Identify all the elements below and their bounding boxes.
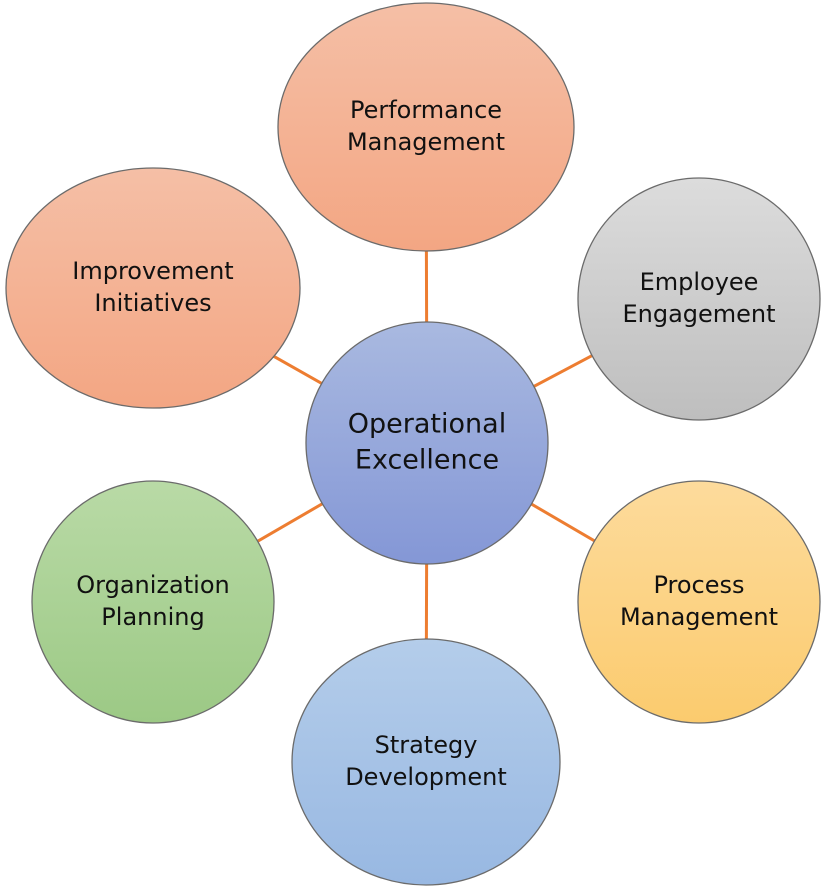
employee-engagement-label-line-2: Engagement — [622, 300, 775, 328]
strategy-development-circle — [291, 638, 561, 886]
improvement-initiatives-circle — [5, 167, 301, 409]
organization-planning-label-line-1: Organization — [76, 571, 229, 599]
improvement-initiatives-label-line-2: Initiatives — [94, 289, 211, 317]
nodes: PerformanceManagementEmployeeEngagementP… — [5, 2, 821, 886]
center-operational-excellence-circle — [305, 321, 549, 565]
center-operational-excellence-label-line-1: Operational — [348, 409, 506, 440]
performance-management-label-line-1: Performance — [350, 96, 502, 124]
employee-engagement-circle — [577, 177, 821, 421]
process-management-label-line-2: Management — [620, 603, 778, 631]
process-management-label-line-1: Process — [653, 571, 744, 599]
performance-management-label-line-2: Management — [347, 128, 505, 156]
organization-planning-circle — [31, 480, 275, 724]
process-management-circle — [577, 480, 821, 724]
improvement-initiatives-label-line-1: Improvement — [72, 257, 233, 285]
employee-engagement-label-line-1: Employee — [640, 268, 759, 296]
center-operational-excellence-label-line-2: Excellence — [355, 445, 499, 476]
organization-planning-label-line-2: Planning — [101, 603, 204, 631]
performance-management-circle — [277, 2, 575, 252]
strategy-development-label-line-1: Strategy — [375, 731, 478, 759]
strategy-development-label-line-2: Development — [345, 763, 507, 791]
